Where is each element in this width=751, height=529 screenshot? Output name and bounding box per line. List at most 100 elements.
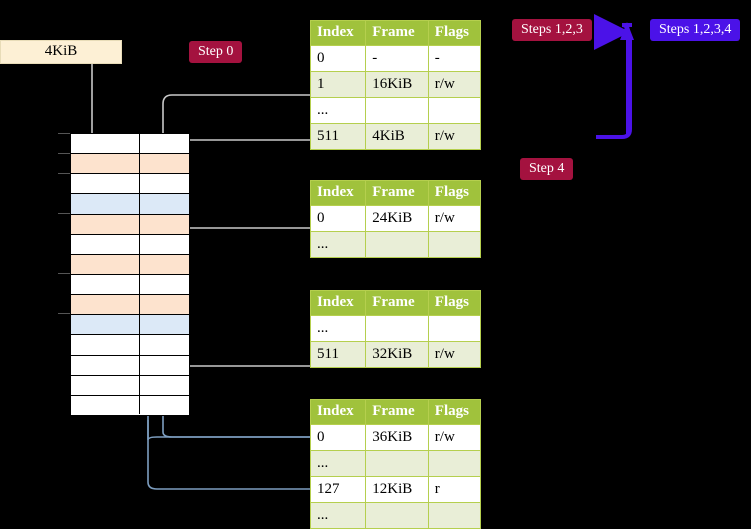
column-header-frame: Frame — [365, 399, 429, 425]
memory-row — [71, 375, 189, 396]
memory-tick — [58, 313, 70, 314]
memory-row — [71, 214, 189, 235]
badge-steps-123-label: Steps 1,2,3 — [521, 22, 583, 37]
table-cell — [427, 450, 482, 477]
table-cell: 36KiB — [365, 424, 429, 451]
wire-t2-511 — [166, 315, 310, 367]
badge-step-0: Step 0 — [189, 41, 243, 63]
table-row: ... — [309, 502, 482, 529]
table-cell: 0 — [309, 424, 367, 451]
badge-step-0-label: Step 0 — [198, 44, 234, 59]
table-cell — [365, 502, 429, 529]
memory-row — [71, 194, 189, 215]
memory-row — [71, 335, 189, 356]
column-header-flags: Flags — [427, 20, 482, 46]
table-cell — [365, 315, 429, 342]
table-cell — [427, 97, 482, 124]
table-cell: ... — [309, 315, 367, 342]
table-cell: r/w — [427, 341, 482, 368]
banner-4kib: 4KiB — [0, 40, 122, 64]
table-cell: 0 — [309, 205, 367, 232]
table-cell: 511 — [309, 341, 367, 368]
column-header-flags: Flags — [427, 180, 482, 206]
wire-t0-1-down — [162, 94, 310, 229]
column-header-flags: Flags — [427, 290, 482, 316]
table-row: ... — [309, 450, 482, 477]
table-cell: 32KiB — [365, 341, 429, 368]
column-header-index: Index — [309, 399, 367, 425]
memory-tick — [58, 153, 70, 154]
wire-t1-0 — [177, 227, 310, 269]
memory-tick — [58, 173, 70, 174]
column-header-index: Index — [309, 20, 367, 46]
physical-memory-column — [70, 133, 190, 416]
memory-row — [71, 254, 189, 275]
table-row: ... — [309, 315, 482, 342]
memory-row — [71, 134, 189, 155]
memory-column-divider — [139, 134, 140, 414]
table-cell: ... — [309, 502, 367, 529]
wire-blue-t3-0b — [162, 420, 310, 438]
memory-row — [71, 174, 189, 195]
table-cell: 1 — [309, 71, 367, 98]
table-row: 0-- — [309, 45, 482, 72]
table-cell — [427, 502, 482, 529]
table-cell: ... — [309, 97, 367, 124]
wire-blue-t3-127 — [147, 420, 310, 490]
table-cell: 16KiB — [365, 71, 429, 98]
table-cell: 12KiB — [365, 476, 429, 503]
banner-label: 4KiB — [44, 43, 78, 59]
table-row: ... — [309, 97, 482, 124]
table-cell: - — [365, 45, 429, 72]
memory-row — [71, 154, 189, 175]
memory-row — [71, 274, 189, 296]
table-cell: 511 — [309, 123, 367, 150]
memory-tick — [58, 273, 70, 274]
memory-tick — [58, 133, 70, 134]
column-header-frame: Frame — [365, 20, 429, 46]
column-header-flags: Flags — [427, 399, 482, 425]
memory-row — [71, 315, 189, 336]
table-cell: 4KiB — [365, 123, 429, 150]
memory-row — [71, 234, 189, 255]
table-cell: 127 — [309, 476, 367, 503]
table-row: ... — [309, 231, 482, 258]
column-header-index: Index — [309, 180, 367, 206]
table-cell: r/w — [427, 71, 482, 98]
badge-step-4-label: Step 4 — [529, 161, 565, 176]
table-cell: r/w — [427, 424, 482, 451]
badge-step-4: Step 4 — [520, 158, 574, 180]
table-cell — [365, 97, 429, 124]
badge-steps-1234: Steps 1,2,3,4 — [650, 19, 741, 41]
memory-row — [71, 355, 189, 376]
memory-row — [71, 395, 189, 416]
table-cell: 0 — [309, 45, 367, 72]
badge-steps-123: Steps 1,2,3 — [512, 19, 592, 41]
column-header-frame: Frame — [365, 290, 429, 316]
wire-purple-head — [620, 22, 634, 40]
table-cell — [365, 450, 429, 477]
table-cell: - — [427, 45, 482, 72]
table-cell: r/w — [427, 205, 482, 232]
memory-row — [71, 295, 189, 316]
table-cell: r — [427, 476, 482, 503]
table-cell — [427, 315, 482, 342]
memory-tick — [58, 213, 70, 214]
column-header-frame: Frame — [365, 180, 429, 206]
table-cell — [427, 231, 482, 258]
